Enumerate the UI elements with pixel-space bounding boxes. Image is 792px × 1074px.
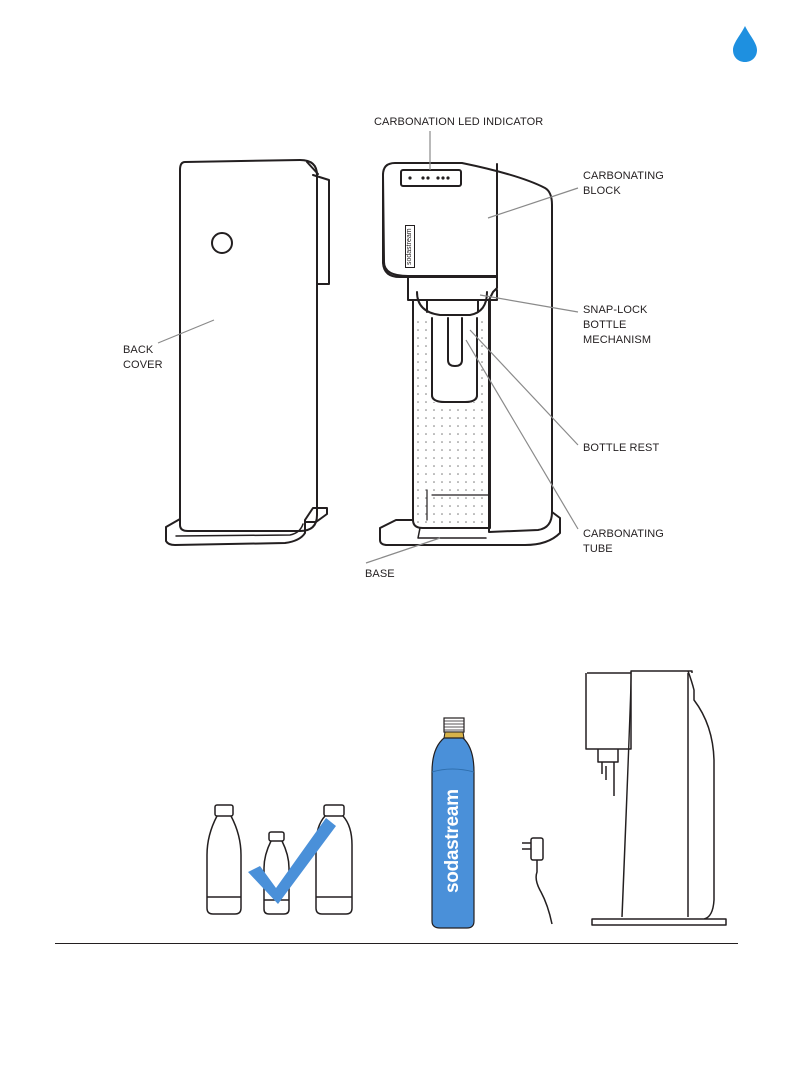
- bottle-large-left: [207, 816, 241, 914]
- power-plug-icon: [531, 838, 543, 860]
- cylinder-logo: sodastream: [442, 789, 464, 893]
- side-view-machine: [586, 671, 692, 749]
- checkmark-icon: [248, 818, 336, 904]
- page-rule: [55, 943, 738, 944]
